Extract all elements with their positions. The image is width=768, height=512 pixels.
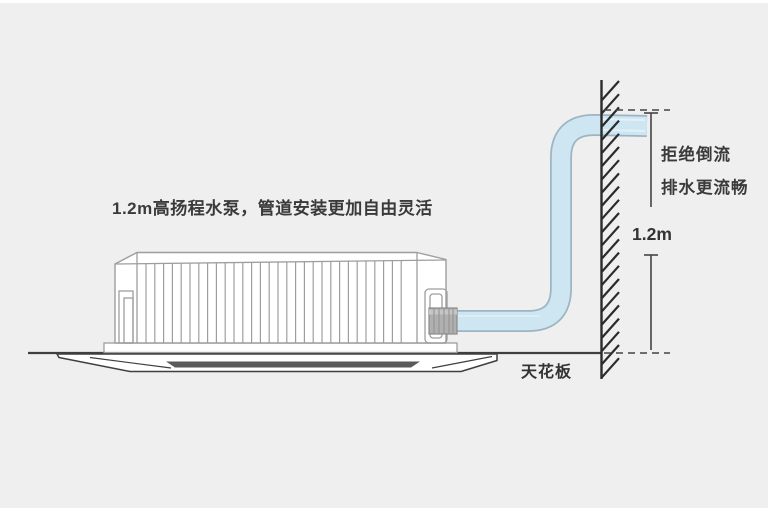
panel-right-bevel-line: [431, 355, 493, 369]
pipe-highlight-top2: [599, 129, 646, 132]
pipe-connector-highlight: [429, 309, 457, 315]
wall-section: [600, 80, 620, 379]
unit-left-bracket-inner: [123, 297, 134, 344]
bottom-edge-strip: [0, 508, 768, 512]
drain-pipe: [428, 113, 648, 335]
pipe-connector-ridges: [433, 308, 454, 334]
no-backflow-label: 拒绝倒流: [661, 144, 731, 164]
ceiling-label: 天花板: [521, 362, 572, 381]
drain-pipe-body: [452, 115, 648, 331]
ceiling-cassette-ac-unit: [103, 251, 458, 354]
unit-base-strip: [103, 342, 458, 354]
height-measurement: 1.2m: [604, 109, 672, 354]
headline: 1.2m高扬程水泵，管道安装更加自由灵活: [112, 198, 433, 218]
unit-top-front-edge: [114, 259, 447, 265]
smooth-drainage-label: 排水更流畅: [661, 177, 749, 197]
unit-fin-ribs: [145, 260, 402, 343]
drain-pipe-outline: [452, 113, 648, 332]
panel-left-bevel-line: [89, 356, 172, 369]
unit-body: [114, 251, 447, 344]
height-label: 1.2m: [632, 224, 672, 244]
panel-vent-strip: [166, 361, 420, 368]
cassette-ceiling-panel: [56, 353, 498, 373]
top-edge-strip: [0, 0, 768, 3]
